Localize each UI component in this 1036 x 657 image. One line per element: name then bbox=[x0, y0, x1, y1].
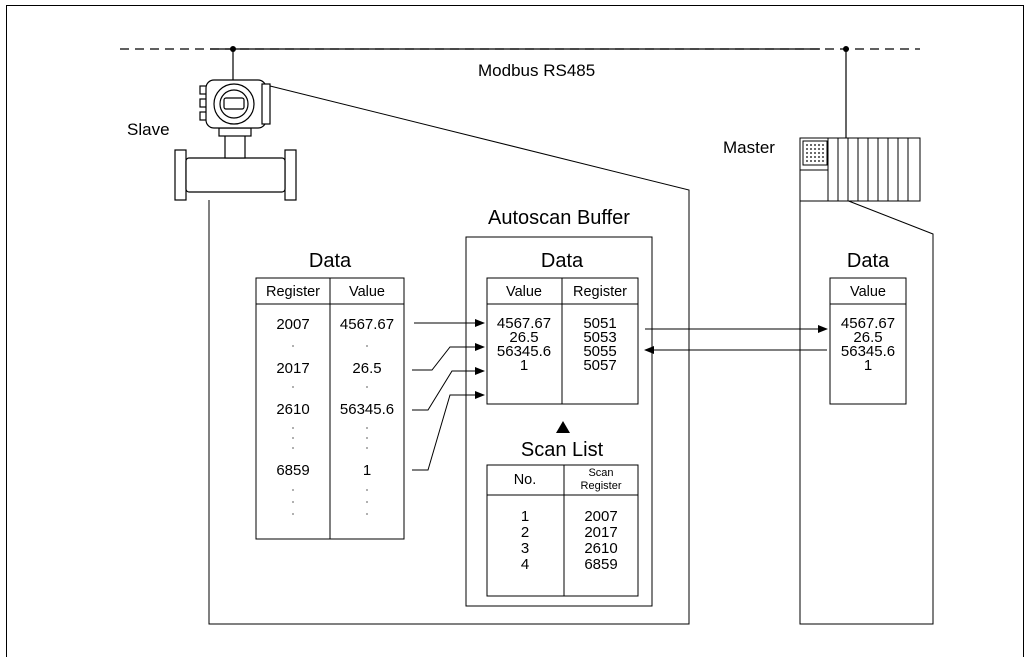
master-header-value: Value bbox=[849, 284, 887, 300]
buffer-data-table bbox=[486, 277, 639, 405]
scan-registers-column: 2007 2017 2610 6859 bbox=[584, 509, 617, 573]
buffer-register-cell: 5051 bbox=[583, 315, 617, 332]
bus-label: Modbus RS485 bbox=[478, 61, 596, 80]
buffer-register-cell: 5055 bbox=[583, 343, 617, 360]
buffer-value-cell: 1 bbox=[519, 357, 529, 374]
scan-list-table bbox=[486, 464, 639, 597]
buffer-value-cell: 4567.67 bbox=[496, 315, 552, 332]
slave-register-cell: 6859 bbox=[276, 462, 310, 479]
slave-data-title: Data bbox=[308, 250, 352, 272]
autoscan-title: Autoscan Buffer bbox=[488, 207, 630, 229]
slave-value-cell: 1 bbox=[362, 462, 372, 479]
buffer-register-cell: 5053 bbox=[583, 329, 617, 346]
scan-number-cell: 3 bbox=[520, 540, 530, 557]
master-value-cell: 4567.67 bbox=[840, 315, 896, 332]
buffer-values-column: 4567.67 26.5 56345.6 1 bbox=[496, 315, 552, 374]
slave-data-table bbox=[255, 277, 405, 540]
scan-register-cell: 2017 bbox=[584, 524, 618, 541]
flowmeter-icon bbox=[174, 79, 297, 201]
slave-register-cell: 2017 bbox=[276, 360, 310, 377]
slave-register-cell: 2007 bbox=[276, 316, 310, 333]
scan-register-cell: 2007 bbox=[584, 508, 618, 525]
scan-register-cell: 6859 bbox=[584, 556, 618, 573]
buffer-value-cell: 26.5 bbox=[509, 329, 539, 346]
master-data-table bbox=[829, 277, 907, 405]
slave-value-cell: 56345.6 bbox=[339, 401, 395, 418]
slave-value-cell: 26.5 bbox=[352, 360, 382, 377]
buffer-register-cell: 5057 bbox=[583, 357, 617, 374]
master-value-cell: 26.5 bbox=[853, 329, 883, 346]
scan-number-cell: 1 bbox=[520, 508, 530, 525]
scan-list-title: Scan List bbox=[520, 439, 604, 461]
buffer-value-cell: 56345.6 bbox=[496, 343, 552, 360]
master-panel bbox=[799, 199, 934, 625]
mapping-arrows bbox=[412, 319, 485, 471]
scan-register-cell: 2610 bbox=[584, 540, 618, 557]
slave-value-cell: 4567.67 bbox=[339, 316, 395, 333]
master-label: Master bbox=[723, 138, 775, 157]
master-value-cell: 56345.6 bbox=[840, 343, 896, 360]
buffer-data-title: Data bbox=[540, 250, 584, 272]
buffer-header-register: Register bbox=[573, 284, 627, 300]
slave-label: Slave bbox=[127, 120, 170, 139]
modbus-bus-line bbox=[120, 46, 920, 138]
scan-pointer-triangle bbox=[556, 421, 570, 433]
master-values-column: 4567.67 26.5 56345.6 1 bbox=[840, 315, 896, 374]
master-data-title: Data bbox=[846, 250, 890, 272]
autoscan-buffer-box bbox=[465, 236, 653, 607]
scan-number-cell: 2 bbox=[520, 524, 530, 541]
plc-master-icon bbox=[799, 137, 921, 202]
scan-numbers-column: 1 2 3 4 bbox=[521, 509, 529, 573]
buffer-header-value: Value bbox=[505, 284, 543, 300]
diagram-frame bbox=[6, 5, 1024, 657]
scan-header-register: Register bbox=[580, 480, 622, 492]
transfer-arrows bbox=[644, 325, 828, 354]
buffer-registers-column: 5051 5053 5055 5057 bbox=[583, 315, 617, 374]
scan-number-cell: 4 bbox=[520, 556, 530, 573]
scan-header-no: No. bbox=[513, 472, 537, 488]
slave-panel bbox=[208, 83, 690, 625]
slave-register-cell: 2610 bbox=[276, 401, 310, 418]
master-value-cell: 1 bbox=[863, 357, 873, 374]
scan-header-scan: Scan bbox=[588, 467, 614, 479]
slave-header-value: Value bbox=[348, 284, 386, 300]
slave-header-register: Register bbox=[266, 284, 320, 300]
